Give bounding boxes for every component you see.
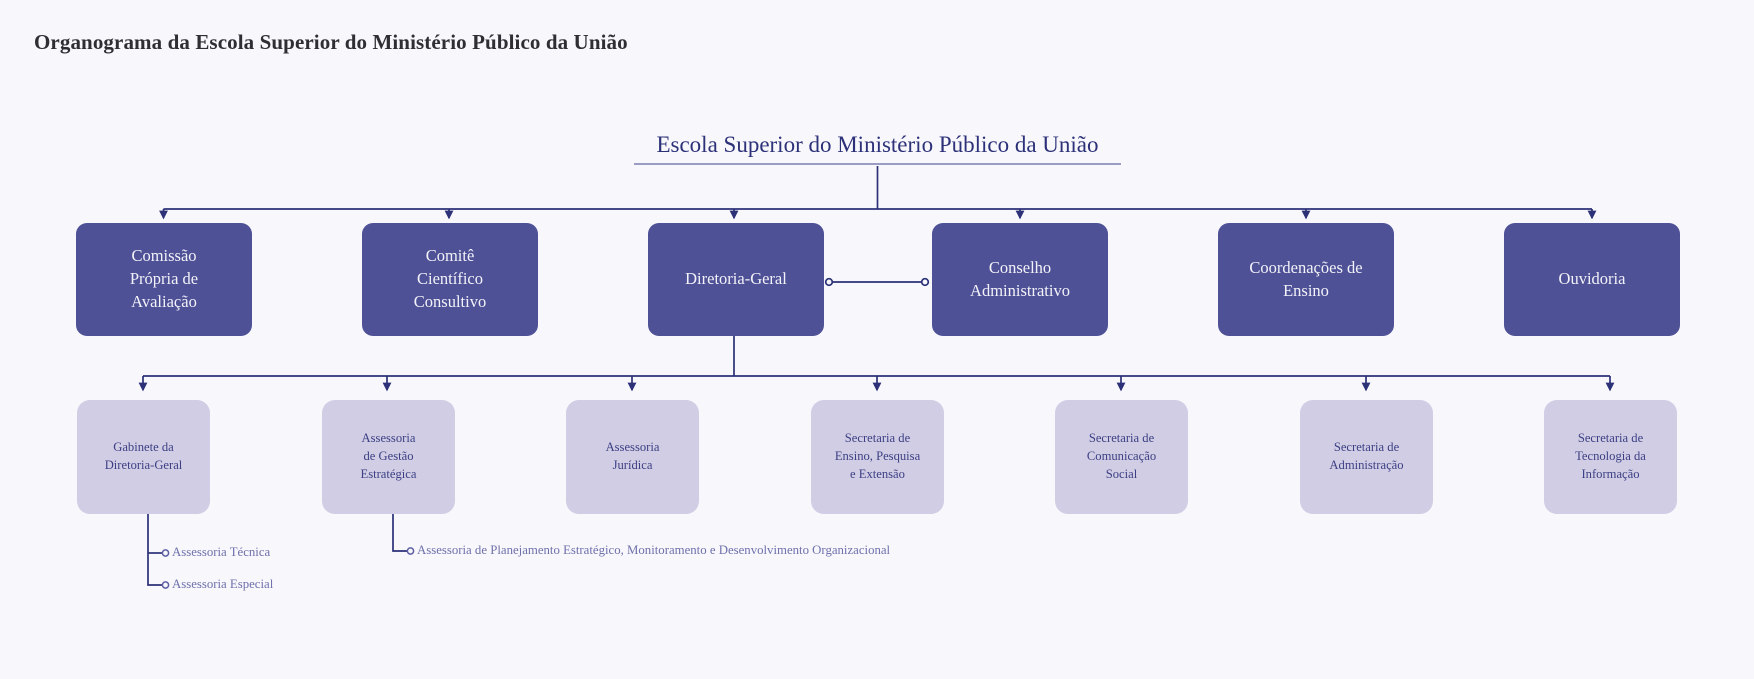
node-label-line-3: Social (1105, 466, 1138, 481)
node-label-line-3: e Extensão (850, 466, 905, 481)
node-label-line-1: Ouvidoria (1558, 269, 1626, 289)
node-label-line-1: Assessoria (605, 440, 660, 455)
node-label-line-2: Tecnologia da (1575, 449, 1646, 464)
node-comite-cientifico-consultivo[interactable]: Comitê Científico Consultivo (362, 223, 538, 336)
node-assessoria-juridica[interactable]: Assessoria Jurídica (566, 400, 699, 514)
node-label-line-3: Consultivo (413, 291, 487, 311)
node-label-line-1: Gabinete da (113, 440, 174, 455)
node-label-line-1: Comitê (425, 246, 475, 266)
leaf-assessoria-especial[interactable]: Assessoria Especial (172, 577, 274, 591)
node-coordenacoes-de-ensino[interactable]: Coordenações de Ensino (1218, 223, 1394, 336)
node-label-line-1: Diretoria-Geral (685, 269, 787, 289)
node-label-line-2: Ensino (1283, 280, 1329, 300)
node-label-line-3: Informação (1581, 466, 1640, 481)
node-label-line-1: Secretaria de (844, 431, 911, 446)
node-label-line-2: Diretoria-Geral (104, 458, 183, 472)
node-label-line-2: Jurídica (612, 458, 653, 472)
leaf-assessoria-de-planejamento-estrategico[interactable]: Assessoria de Planejamento Estratégico, … (417, 543, 891, 557)
node-diretoria-geral[interactable]: Diretoria-Geral (648, 223, 824, 336)
node-label-line-1: Secretaria de (1088, 431, 1155, 446)
node-label-line-2: Própria de (129, 269, 199, 289)
node-label: Escola Superior do Ministério Público da… (656, 132, 1099, 157)
node-label-line-2: Administrativo (970, 280, 1070, 300)
node-label-line-1: Comissão (131, 246, 197, 266)
page-title: Organograma da Escola Superior do Minist… (34, 30, 628, 54)
node-label-line-2: Científico (417, 269, 483, 289)
association-endpoint-right (920, 277, 930, 287)
node-label-line-3: Estratégica (360, 466, 417, 481)
node-label-line-2: de Gestão (363, 449, 414, 464)
node-secretaria-de-comunicacao-social[interactable]: Secretaria de Comunicação Social (1055, 400, 1188, 514)
leaf-bullet-assessoria-especial (161, 581, 170, 589)
association-endpoint-left (824, 277, 834, 287)
node-label-line-1: Secretaria de (1333, 440, 1400, 455)
node-assessoria-de-gestao-estrategica[interactable]: Assessoria de Gestão Estratégica (322, 400, 455, 514)
node-ouvidoria[interactable]: Ouvidoria (1504, 223, 1680, 336)
edge-gestao-trunk (392, 514, 407, 552)
leaf-bullet-assessoria-planejamento (406, 547, 415, 555)
node-label-line-2: Comunicação (1086, 449, 1157, 464)
node-comissao-propria-de-avaliacao[interactable]: Comissão Própria de Avaliação (76, 223, 252, 336)
node-label-line-1: Coordenações de (1249, 257, 1363, 277)
node-label-line-1: Secretaria de (1577, 431, 1644, 446)
node-label-line-2: Administração (1329, 458, 1404, 472)
node-escola-superior[interactable]: Escola Superior do Ministério Público da… (634, 132, 1121, 165)
node-label-line-3: Avaliação (131, 291, 197, 311)
leaf-bullet-assessoria-tecnica (161, 549, 170, 557)
node-label-line-1: Conselho (988, 257, 1052, 277)
edge-gabinete-trunk (147, 514, 162, 586)
node-gabinete-da-diretoria-geral[interactable]: Gabinete da Diretoria-Geral (77, 400, 210, 514)
node-secretaria-de-ensino-pesquisa-e-extensao[interactable]: Secretaria de Ensino, Pesquisa e Extensã… (811, 400, 944, 514)
node-secretaria-de-administracao[interactable]: Secretaria de Administração (1300, 400, 1433, 514)
node-secretaria-de-tecnologia-da-informacao[interactable]: Secretaria de Tecnologia da Informação (1544, 400, 1677, 514)
node-label-line-1: Assessoria (361, 431, 416, 446)
leaf-assessoria-tecnica[interactable]: Assessoria Técnica (172, 545, 271, 559)
node-conselho-administrativo[interactable]: Conselho Administrativo (932, 223, 1108, 336)
node-label-line-2: Ensino, Pesquisa (834, 449, 921, 464)
